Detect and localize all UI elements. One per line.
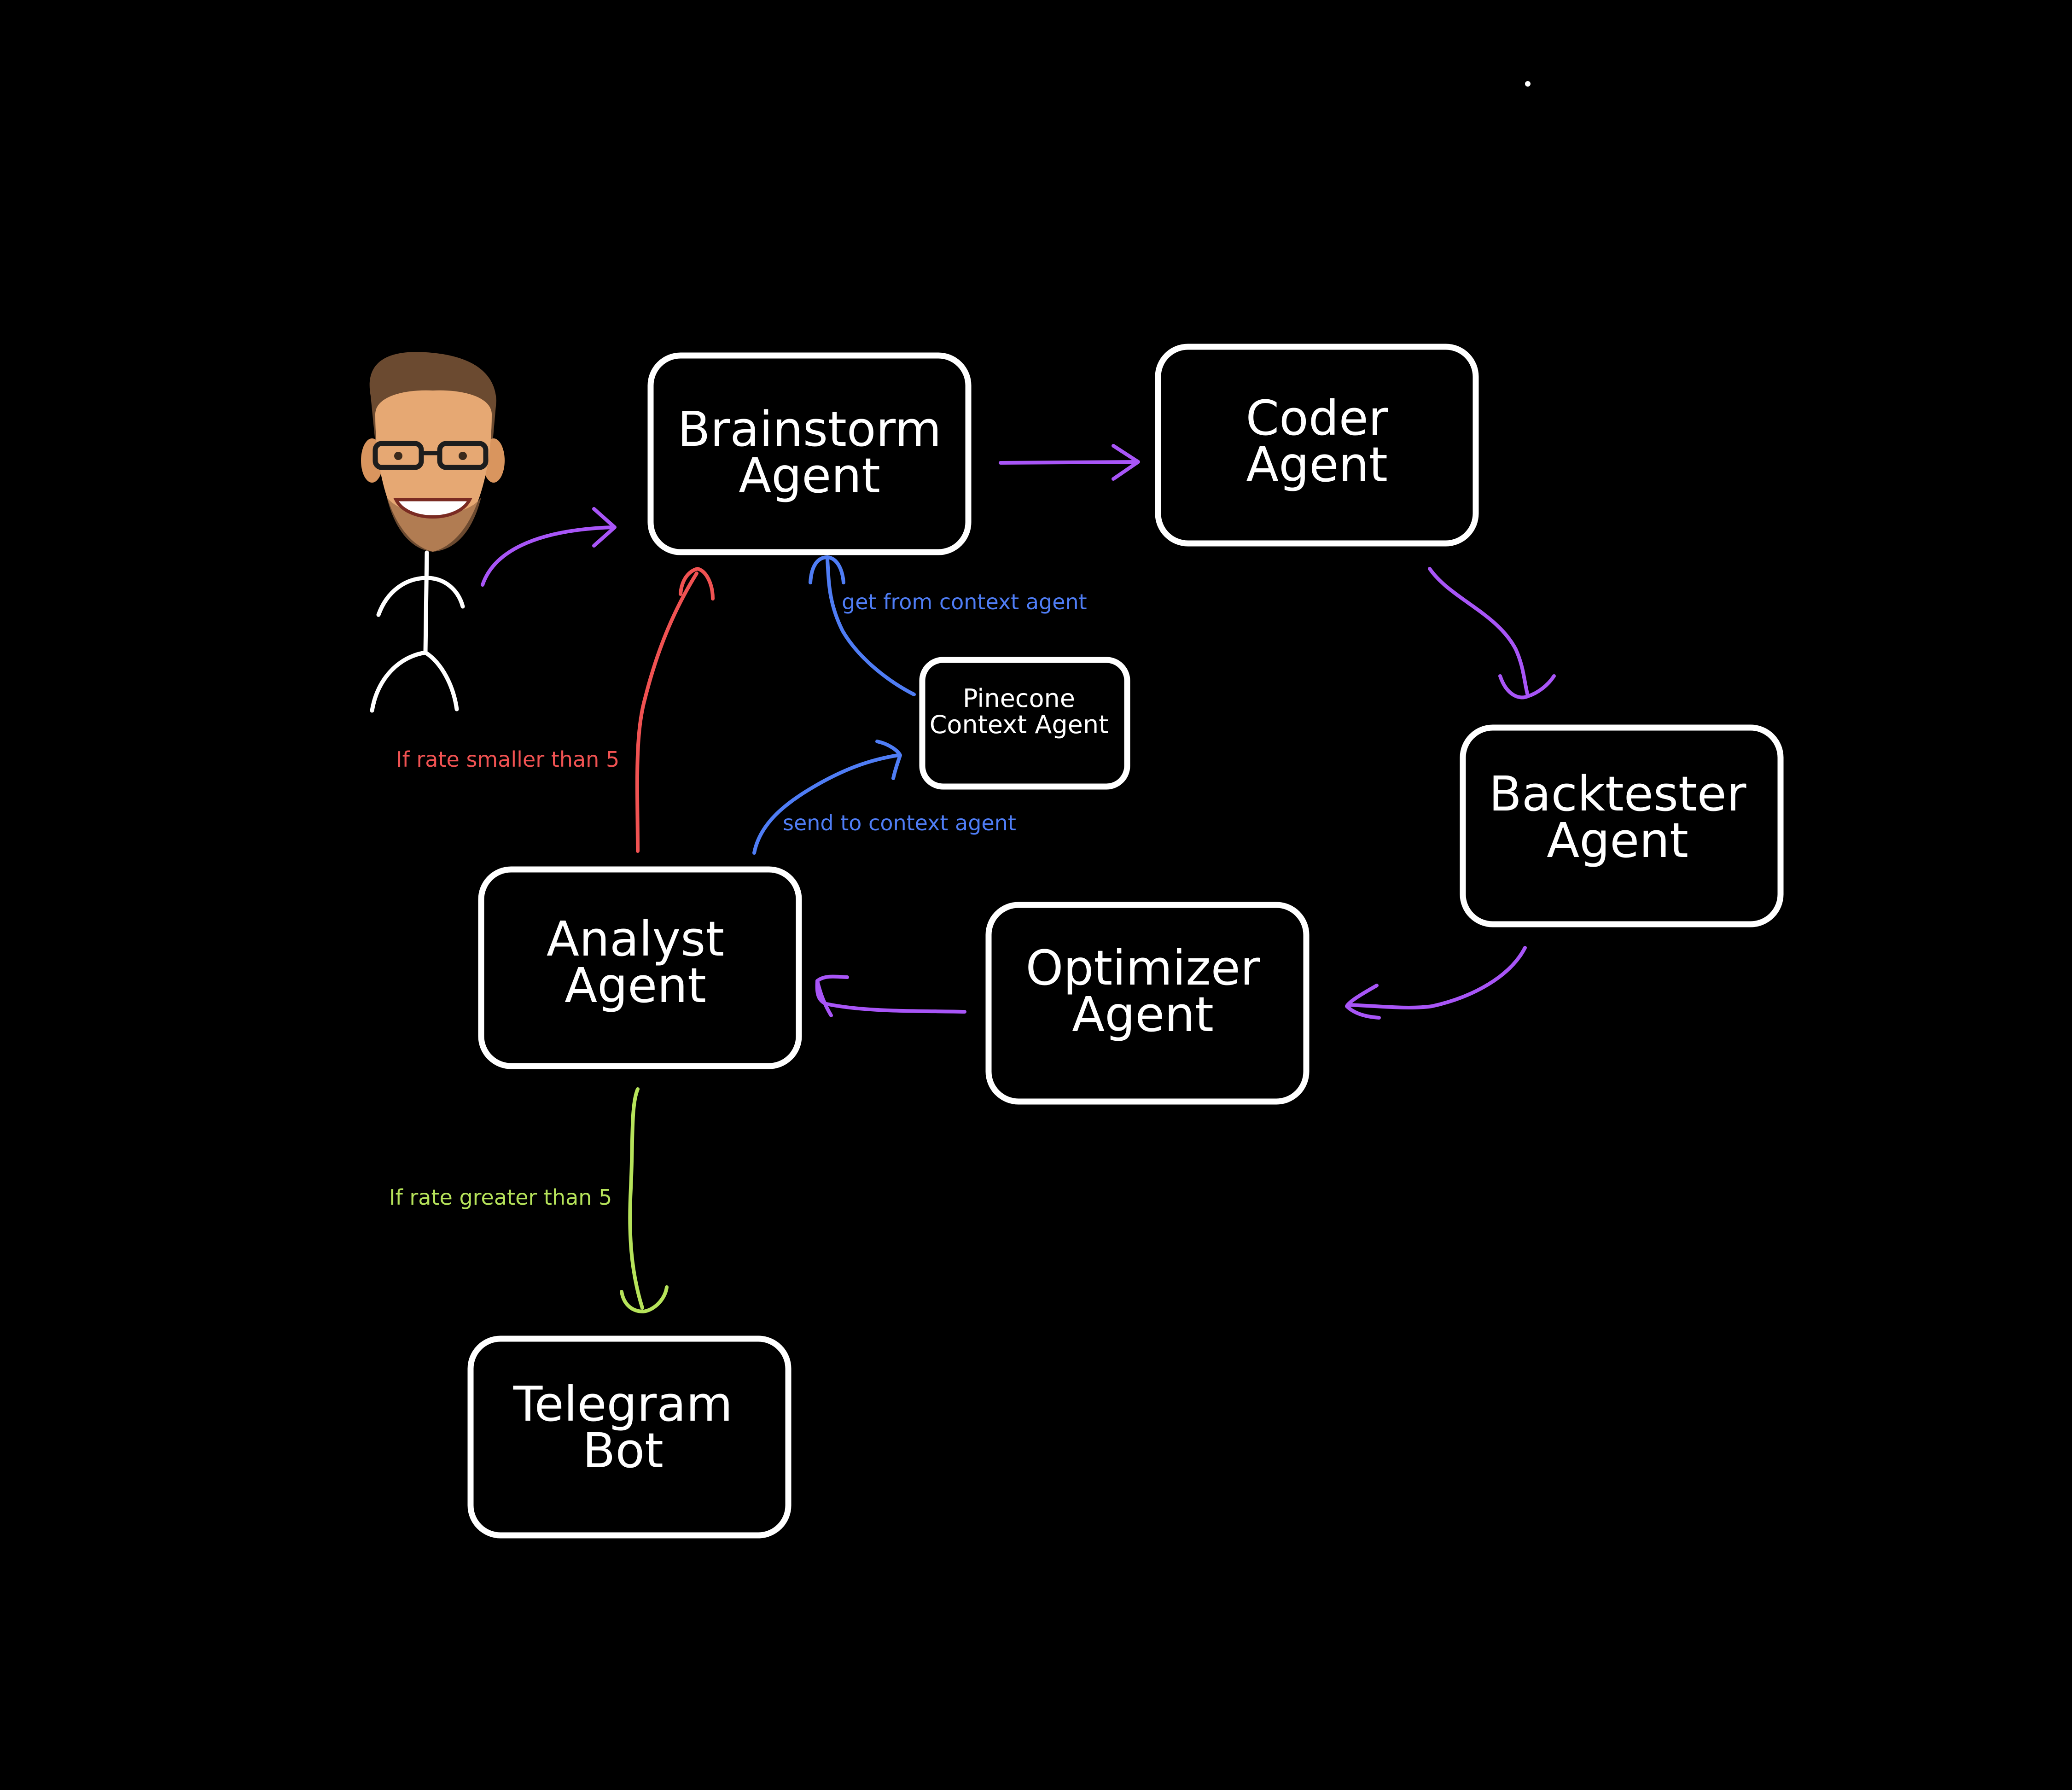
get-from-context-arrow xyxy=(809,555,916,696)
rate-smaller-loop-arrow xyxy=(635,567,715,853)
brainstorm-agent-node: Brainstorm Agent xyxy=(647,352,972,555)
brainstorm-agent-line2: Agent xyxy=(739,448,880,504)
pinecone-context-agent-node: Pinecone Context Agent xyxy=(919,657,1130,790)
rate-greater-label: If rate greater than 5 xyxy=(389,1185,612,1210)
send-to-context-label: send to context agent xyxy=(783,810,1016,835)
telegram-bot-node: Telegram Bot xyxy=(467,1335,792,1539)
pinecone-agent-line1: Pinecone xyxy=(963,684,1075,713)
analyst-agent-line2: Agent xyxy=(565,957,706,1014)
analyst-agent-line1: Analyst xyxy=(547,911,724,967)
optimizer-agent-line1: Optimizer xyxy=(1025,940,1260,996)
brainstorm-agent-line1: Brainstorm xyxy=(677,401,941,457)
optimizer-agent-line2: Agent xyxy=(1072,986,1214,1043)
backtester-agent-node: Backtester Agent xyxy=(1460,724,1784,927)
rate-smaller-label: If rate smaller than 5 xyxy=(396,747,619,772)
rate-greater-exit-arrow xyxy=(620,1087,669,1313)
coder-agent-node: Coder Agent xyxy=(1155,344,1479,547)
optimizer-agent-node: Optimizer Agent xyxy=(985,902,1310,1105)
pinecone-agent-line2: Context Agent xyxy=(930,710,1109,739)
backtester-agent-line1: Backtester xyxy=(1489,766,1746,822)
user-to-brainstorm-arrow xyxy=(481,507,617,587)
backtester-to-optimizer-arrow xyxy=(1345,946,1527,1020)
backtester-agent-line2: Agent xyxy=(1547,812,1688,869)
coder-to-backtester-arrow xyxy=(1428,567,1556,700)
telegram-bot-line1: Telegram xyxy=(513,1376,733,1432)
brainstorm-to-coder-arrow xyxy=(999,444,1140,481)
get-from-context-label: get from context agent xyxy=(842,589,1087,614)
send-to-context-arrow xyxy=(752,740,902,855)
analyst-agent-node: Analyst Agent xyxy=(478,866,802,1069)
caricature-stick-figure-user-icon xyxy=(361,352,505,713)
coder-agent-line1: Coder xyxy=(1246,390,1388,446)
stray-dot xyxy=(1525,81,1531,87)
coder-agent-line2: Agent xyxy=(1246,437,1388,493)
optimizer-to-analyst-arrow xyxy=(815,974,966,1017)
telegram-bot-line2: Bot xyxy=(582,1423,664,1479)
